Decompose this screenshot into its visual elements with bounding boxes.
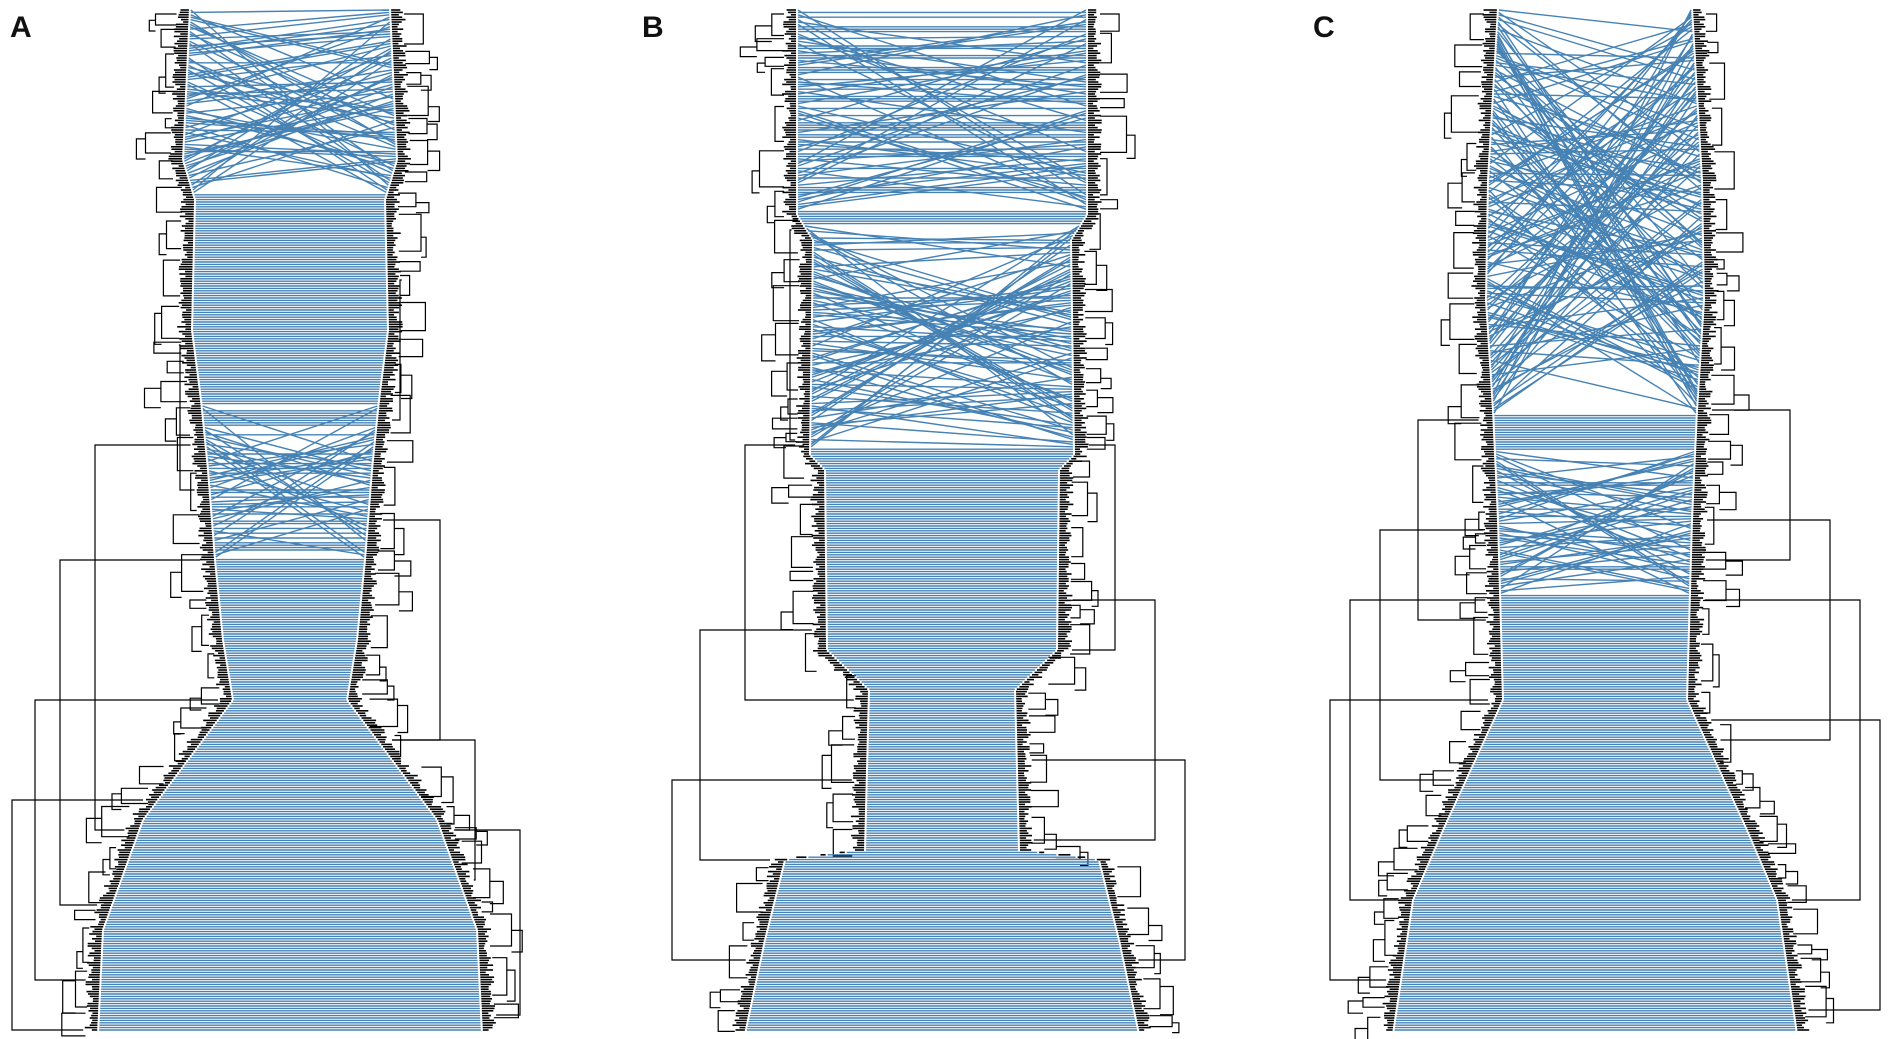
- leaf-tips: [1382, 9, 1810, 1031]
- tree-branches-left: [671, 13, 856, 1032]
- tanglegram-panel-a: [11, 9, 523, 1037]
- tree-branches-left: [11, 13, 220, 1037]
- tree-branches-right: [1701, 13, 1881, 1024]
- tree-branches-right: [1028, 13, 1186, 1034]
- tree-branches-left: [1329, 13, 1490, 1039]
- panel-label-a: A: [10, 11, 32, 44]
- association-links: [99, 9, 481, 1031]
- tanglegram-panel-b: [671, 9, 1186, 1034]
- association-links: [746, 9, 1138, 1031]
- panel-label-b: B: [642, 11, 664, 44]
- leaf-tips: [732, 9, 1151, 1031]
- panel-label-c: C: [1313, 11, 1335, 44]
- tanglegram-panel-c: [1329, 9, 1881, 1039]
- leaf-tips: [84, 9, 496, 1031]
- association-links: [1394, 9, 1796, 1031]
